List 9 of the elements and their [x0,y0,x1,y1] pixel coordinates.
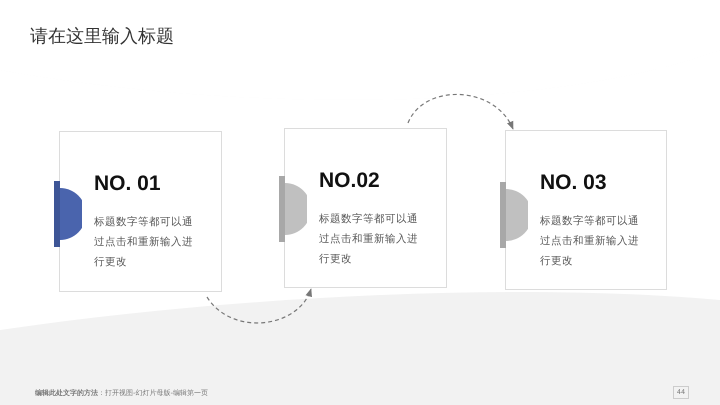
step-description: 标题数字等都可以通过点击和重新输入进行更改 [94,215,194,270]
dashed-curved-arrow [206,288,312,324]
step-description: 标题数字等都可以通过点击和重新输入进行更改 [540,214,640,269]
step-number: NO. 01 [94,172,161,196]
dashed-curved-arrow [407,94,514,130]
step-number: NO. 03 [540,171,607,195]
step-description: 标题数字等都可以通过点击和重新输入进行更改 [319,212,419,267]
step-number: NO.02 [319,169,380,193]
slide-title: 请在这里输入标题 [30,25,174,48]
